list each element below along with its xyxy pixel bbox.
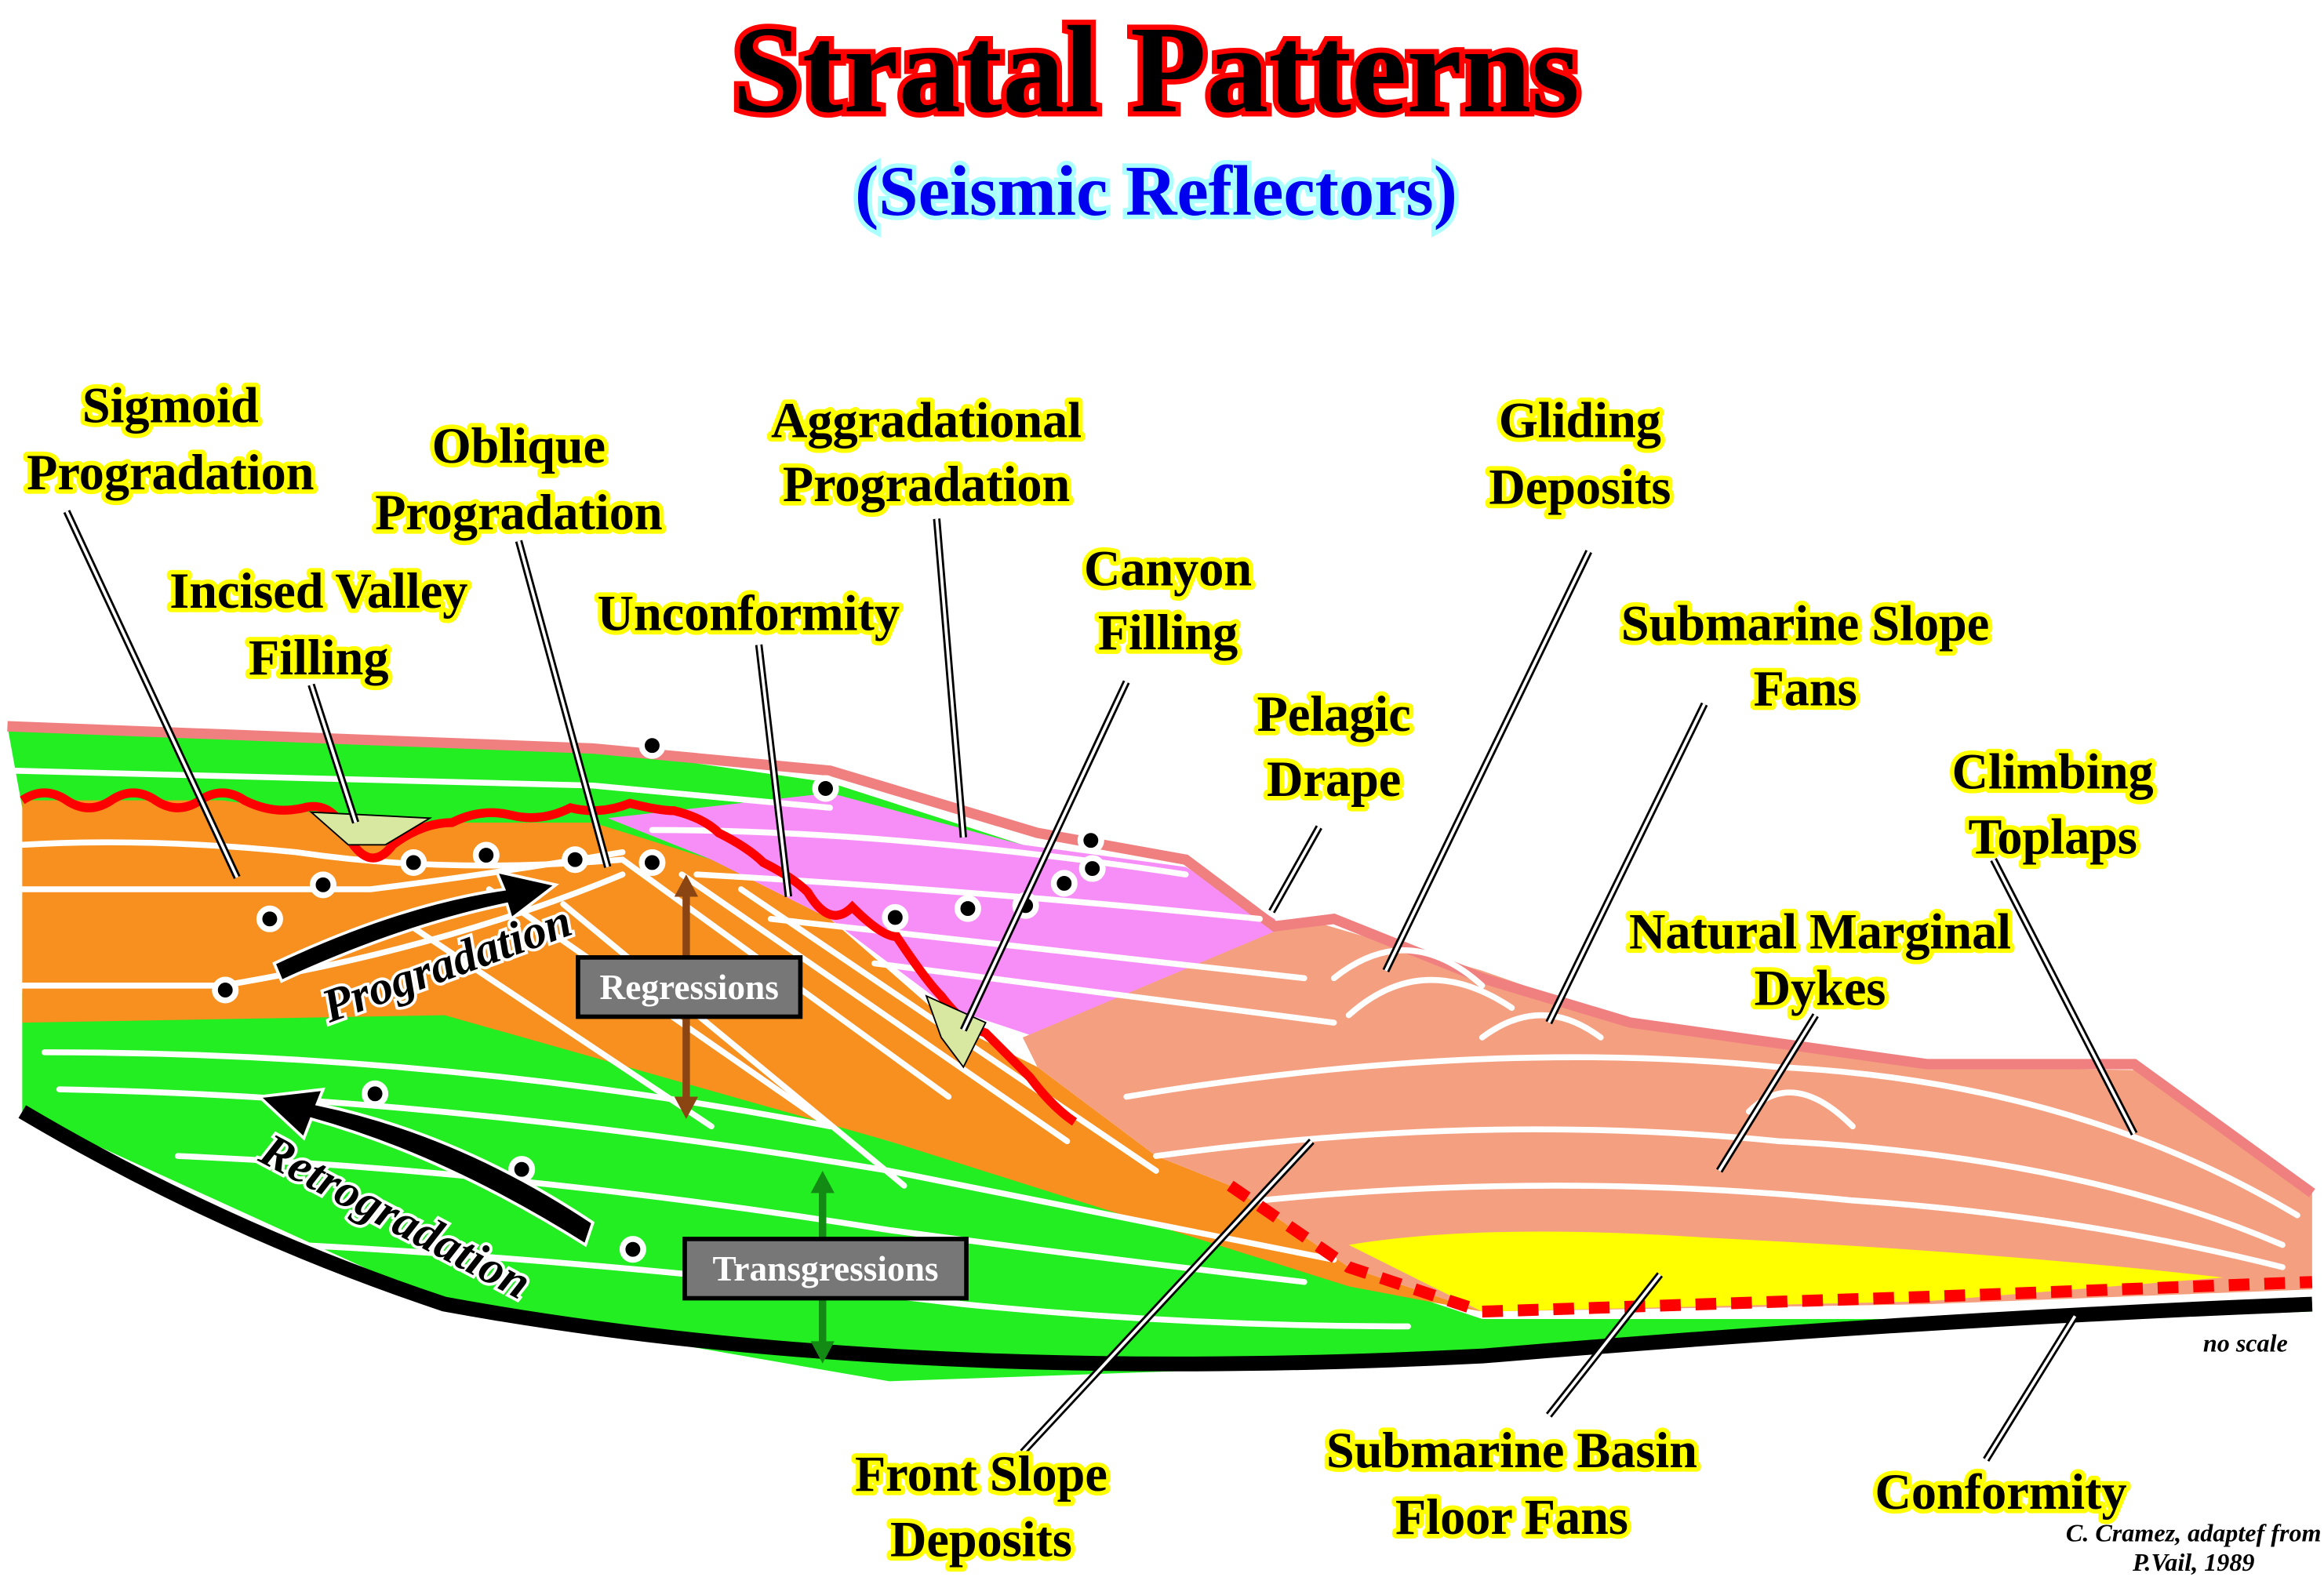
svg-text:Dykes: Dykes [1755,960,1886,1016]
svg-text:Aggradational: Aggradational [771,393,1082,449]
svg-text:Fans: Fans [1754,661,1857,717]
svg-text:Filling: Filling [1098,605,1238,660]
svg-text:Transgressions: Transgressions [713,1249,939,1288]
no-scale-note: no scale [2203,1329,2288,1357]
svg-text:Sigmoid: Sigmoid [82,378,259,434]
svg-text:Toplaps: Toplaps [1968,809,2137,865]
svg-text:Drape: Drape [1267,751,1401,807]
pointer-arrows [63,510,2138,1463]
svg-text:Unconformity: Unconformity [598,585,900,641]
regressions-box: Regressions [576,955,803,1019]
svg-text:Pelagic: Pelagic [1257,686,1411,742]
svg-text:Climbing: Climbing [1952,744,2154,800]
diagram-subtitle: (Seismic Reflectors) [855,151,1457,231]
svg-text:Progradation: Progradation [375,485,662,540]
svg-text:Regressions: Regressions [599,968,778,1007]
svg-text:Gliding: Gliding [1499,393,1661,449]
svg-text:Conformity: Conformity [1875,1464,2126,1520]
svg-text:Progradation: Progradation [27,445,314,500]
svg-text:Floor Fans: Floor Fans [1395,1489,1628,1545]
incised-valley-fill [309,811,433,846]
svg-text:Submarine Basin: Submarine Basin [1326,1423,1697,1478]
basal-surface [18,1105,2313,1372]
svg-text:Filling: Filling [249,630,388,685]
svg-text:Incised Valley: Incised Valley [169,563,467,619]
conformity-line [1227,1180,2313,1318]
svg-text:Submarine Slope: Submarine Slope [1621,596,1989,652]
credit-line-1: C. Cramez, adaptef from [2066,1518,2322,1546]
diagram-title: Stratal Patterns [733,2,1580,139]
canyon-fill [925,994,987,1069]
svg-text:Progradation: Progradation [783,456,1070,512]
retrogradation-arrow [256,1087,595,1248]
yellow-basin-floor-fan [1348,1231,2224,1312]
progradation-arrow [272,869,559,983]
svg-text:Front Slope: Front Slope [855,1446,1107,1502]
reflector-termination-dots [212,732,1106,1263]
label-conformity: Conformity [1871,1459,2131,1524]
svg-text:Oblique: Oblique [432,418,606,474]
svg-text:Deposits: Deposits [890,1511,1072,1567]
svg-text:Canyon: Canyon [1084,541,1252,597]
pelagic-drape-line [7,721,2315,1197]
transgressions-box: Transgressions [682,1237,969,1301]
label-unconformity: Unconformity [593,581,904,645]
svg-text:Natural Marginal: Natural Marginal [1629,904,2011,960]
svg-text:Deposits: Deposits [1489,460,1671,515]
unconformity-line [20,788,1078,1126]
credit-line-2: P.Vail, 1989 [2132,1548,2255,1576]
